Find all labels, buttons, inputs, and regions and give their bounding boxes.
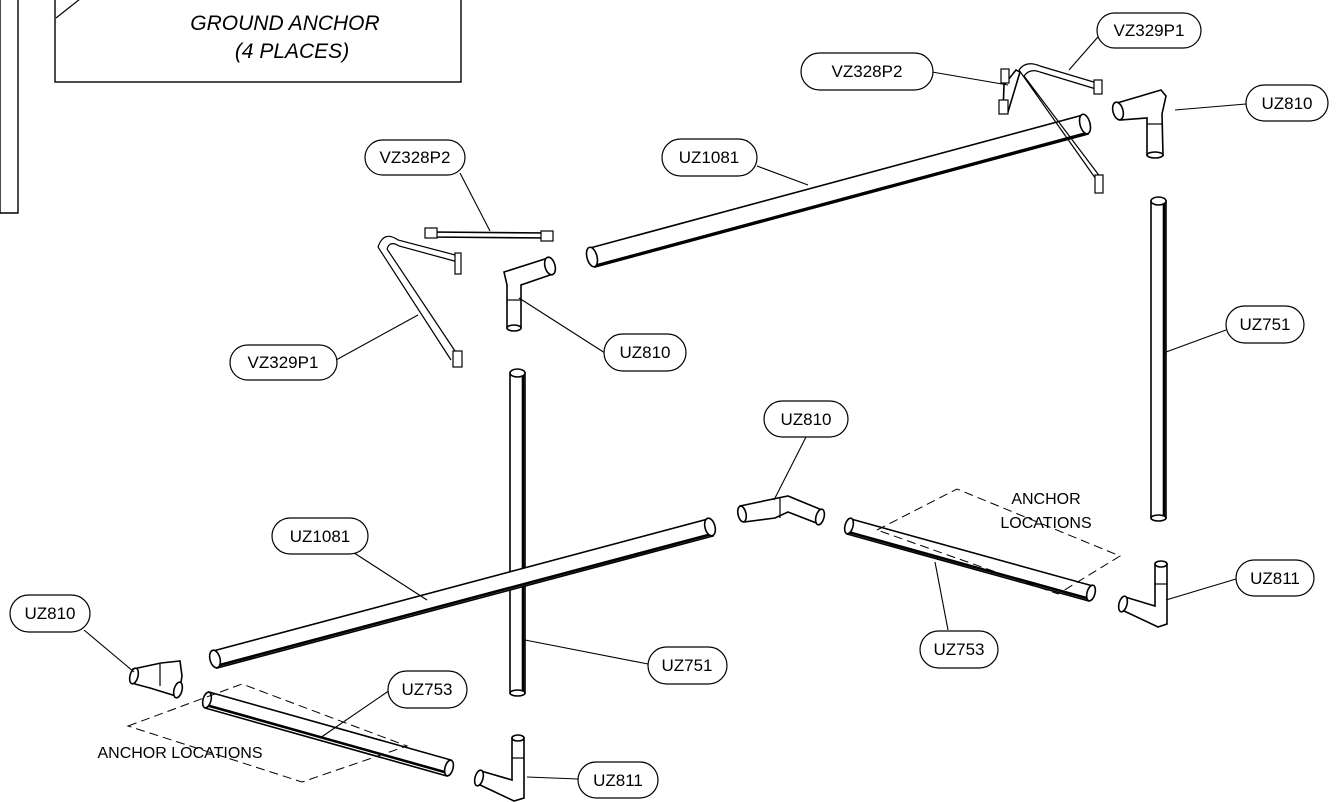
- callout-label: UZ811: [1250, 569, 1300, 588]
- callout-vz329p1-left: VZ329P1: [229, 344, 338, 381]
- lower-right-base-fitting: [1117, 560, 1168, 628]
- callout-label: VZ329P1: [1114, 21, 1185, 40]
- callout-vz329p1-top: VZ329P1: [1096, 12, 1202, 49]
- anchor-locations-label-right-line2: LOCATIONS: [1000, 515, 1091, 532]
- callout-vz328p2-top: VZ328P2: [800, 52, 934, 91]
- callout-uz1081-top: UZ1081: [661, 138, 758, 177]
- left-hoop-brace: [377, 235, 463, 368]
- callout-label: UZ810: [619, 343, 670, 362]
- callout-label: VZ328P2: [380, 148, 451, 167]
- callout-label: UZ1081: [679, 148, 739, 167]
- anchor-locations-label-left: ANCHOR LOCATIONS: [97, 745, 262, 762]
- right-base-tube: [843, 517, 1097, 602]
- left-anchor-zone: [126, 683, 409, 783]
- note-box: GROUND ANCHOR (4 PLACES): [0, 0, 462, 214]
- lower-center-base-fitting: [473, 734, 525, 802]
- center-post-tube: [509, 368, 526, 697]
- lower-rail-tube: [208, 517, 717, 669]
- lower-left-corner-fitting: [128, 660, 184, 699]
- anchor-locations-label-right-line1: ANCHOR: [1011, 491, 1080, 508]
- callout-label: UZ753: [401, 680, 452, 699]
- right-crossbar-strut: [998, 68, 1021, 115]
- left-frame-edge: [0, 0, 19, 214]
- callout-label: VZ329P1: [248, 353, 319, 372]
- leader-lines: [83, 29, 1247, 780]
- callout-vz328p2-left: VZ328P2: [364, 139, 466, 176]
- callout-uz753-right: UZ753: [919, 630, 999, 669]
- upper-right-elbow-fitting: [1111, 89, 1167, 159]
- ground-anchor-note-frame: [54, 0, 462, 83]
- callout-label: UZ751: [661, 656, 712, 675]
- callout-label: UZ810: [24, 604, 75, 623]
- callout-label: UZ811: [593, 771, 643, 790]
- callout-uz1081-left: UZ1081: [271, 517, 369, 555]
- callout-uz751-right: UZ751: [1225, 305, 1305, 344]
- callout-uz810-left: UZ810: [603, 333, 687, 372]
- left-crossbar-strut: [424, 227, 554, 242]
- callout-label: VZ328P2: [832, 62, 903, 81]
- callout-uz810-middle: UZ810: [763, 400, 849, 438]
- callout-label: UZ810: [1261, 94, 1312, 113]
- callout-label: UZ810: [780, 410, 831, 429]
- callout-uz751-center: UZ751: [647, 646, 728, 685]
- callout-label: UZ751: [1239, 315, 1290, 334]
- note-line-2: (4 PLACES): [235, 40, 349, 63]
- callout-uz810-top-right: UZ810: [1245, 84, 1329, 122]
- callout-uz811-bottom: UZ811: [577, 761, 659, 799]
- middle-corner-fitting: [736, 495, 826, 526]
- callout-label: UZ1081: [290, 527, 350, 546]
- callout-uz810-far-left: UZ810: [9, 594, 91, 633]
- callout-uz753-bottom: UZ753: [387, 670, 468, 709]
- note-line-1: GROUND ANCHOR: [190, 12, 379, 35]
- upper-rail-tube: [585, 113, 1092, 268]
- upper-left-elbow-fitting: [503, 256, 557, 332]
- callout-label: UZ753: [933, 640, 984, 659]
- right-anchor-zone: [875, 488, 1122, 595]
- right-hoop-brace: [1018, 63, 1104, 194]
- note-frame-leader: [55, 0, 80, 19]
- right-post-tube: [1150, 196, 1167, 522]
- left-base-tube: [201, 691, 455, 777]
- callout-uz811-right: UZ811: [1235, 559, 1315, 597]
